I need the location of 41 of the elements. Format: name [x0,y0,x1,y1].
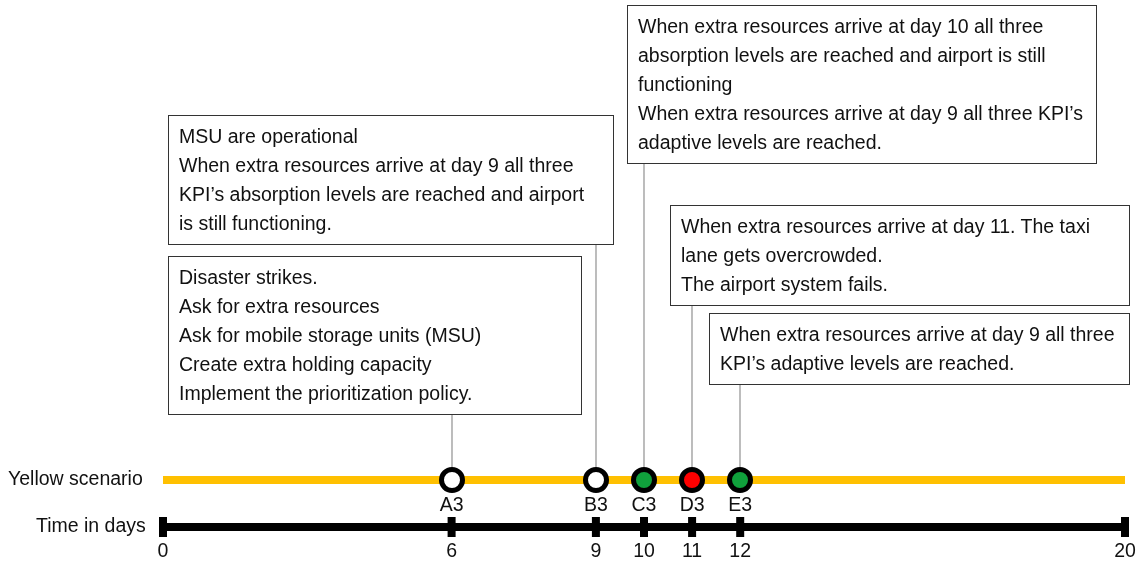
note-box [627,5,1097,164]
note-box [709,313,1130,385]
tick-label: 9 [589,539,603,562]
row-label: Yellow scenario [8,467,143,490]
note-text: When extra resources arrive at day 9 all three KPI’s absorption levels are reached and airport is still functioning. [179,153,586,236]
leader-line [451,414,453,468]
note-text: The airport system fails. [681,272,889,297]
leader-line [595,244,597,468]
leader-line [739,384,741,468]
event-label: B3 [582,493,609,516]
note-text: When extra resources arrive at day 9 all three KPI’s adaptive levels are reached. [720,322,1116,376]
event-circle [438,467,465,493]
note-text: Ask for extra resources [179,294,381,319]
note-box [168,256,582,415]
event-circle [631,467,657,493]
event-circle [679,467,706,493]
event-label: A3 [438,493,465,516]
tick-label: 0 [156,539,170,562]
event-label: C3 [630,493,658,516]
note-text: Ask for mobile storage units (MSU) [179,323,483,348]
note-box [168,115,614,245]
event-circle [582,467,609,493]
tick-label: 11 [680,539,704,562]
note-text: When extra resources arrive at day 11. The taxi lane gets overcrowded. [681,214,1091,268]
event-label: E3 [727,493,754,516]
note-text: Implement the prioritization policy. [179,381,474,406]
note-text: When extra resources arrive at day 10 all three absorption levels are reached and airport is still functioning [638,14,1047,97]
tick-label: 12 [728,539,753,562]
note-text: Disaster strikes. [179,265,319,290]
leader-line [691,305,693,468]
axis-title: Time in days [36,514,146,537]
note-box [670,205,1130,306]
leader-line [643,163,645,468]
note-text: Create extra holding capacity [179,352,433,377]
note-text: MSU are operational [179,124,359,149]
tick-label: 20 [1113,539,1137,562]
event-label: D3 [678,493,706,516]
tick-label: 10 [632,539,656,562]
tick-label: 6 [445,539,458,562]
note-text: When extra resources arrive at day 9 all three KPI’s adaptive levels are reached. [638,101,1085,155]
event-circle [727,467,754,493]
